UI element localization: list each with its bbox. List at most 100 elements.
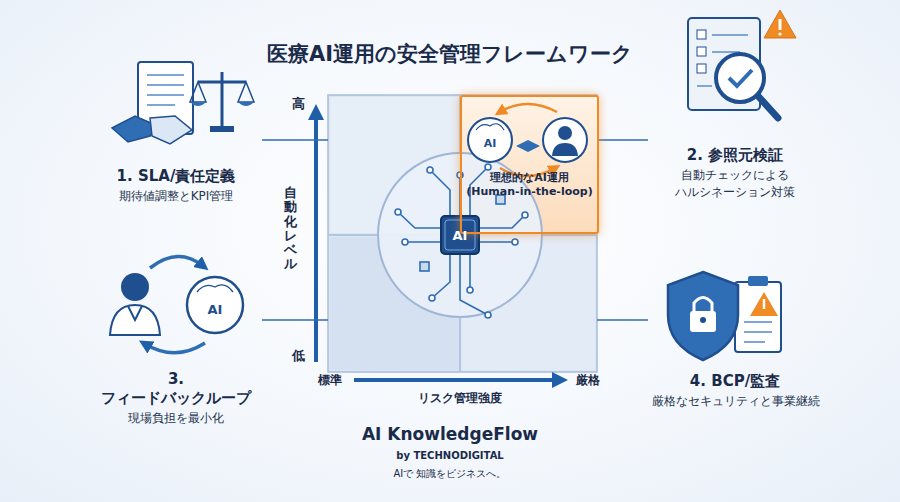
contract-icon xyxy=(198,81,246,84)
human-ai-loop xyxy=(468,104,587,176)
framework-item: 3. フィードバックループ現場負担を最小化 xyxy=(90,250,262,432)
human-ai-loop xyxy=(500,104,557,112)
brand-tagline: AIで 知識をビジネスへ。 xyxy=(394,467,507,481)
ai-circuit xyxy=(429,295,435,301)
verification-icon xyxy=(697,47,706,56)
human-ai-loop xyxy=(468,118,512,162)
verification-icon xyxy=(712,34,748,36)
security-icon xyxy=(744,341,765,343)
ai-circuit xyxy=(460,252,488,315)
brain-label: AI xyxy=(208,302,223,317)
ai-circuit xyxy=(432,252,450,298)
feedback-icon xyxy=(150,256,203,268)
brand-company: by TECHNODIGITAL xyxy=(396,450,504,461)
contract-icon xyxy=(190,82,206,102)
ai-circuit xyxy=(467,287,473,293)
contract-icon xyxy=(112,62,254,144)
contract-icon xyxy=(238,102,254,106)
ai-circuit xyxy=(395,209,401,215)
axis-arrows xyxy=(316,112,560,380)
axis-label: 低 xyxy=(292,347,305,365)
human-ai-loop xyxy=(552,143,578,156)
feedback-icon xyxy=(110,305,160,335)
item-heading: 理想的なAI運用 (Human-in-the-loop) xyxy=(466,171,593,200)
framework-item: 1. SLA/責任定義期待値調整とKPI管理 xyxy=(90,55,262,211)
leader-line xyxy=(262,140,648,320)
axis-arrows xyxy=(354,378,560,382)
verification-icon xyxy=(697,85,712,87)
framework-item: 4. BCP/監査厳格なセキュリティと事業継続 xyxy=(648,255,822,416)
feedback-icon xyxy=(110,256,243,352)
verification-icon xyxy=(778,32,781,35)
ai-circuit xyxy=(512,239,518,245)
ai-circuit xyxy=(398,212,443,228)
leader-line xyxy=(262,139,328,141)
contract-icon xyxy=(147,74,184,76)
contract-icon xyxy=(150,116,192,144)
verification-icon xyxy=(779,19,782,30)
axis-title: リスク管理強度 xyxy=(418,390,502,407)
contract-icon xyxy=(147,104,175,106)
item-description: 期待値調整とKPI管理 xyxy=(94,188,258,205)
feedback-icon xyxy=(145,343,205,353)
security-icon xyxy=(744,331,772,333)
security-icon xyxy=(763,299,766,309)
axis-label: 標準 xyxy=(318,372,342,389)
feedback-icon xyxy=(128,306,142,320)
leader-line xyxy=(597,319,648,321)
ai-circuit xyxy=(420,262,429,271)
security-icon xyxy=(744,321,772,323)
verification-icon xyxy=(729,70,752,86)
ai-circuit xyxy=(402,239,408,245)
human-ai-loop xyxy=(558,126,572,140)
security-icon xyxy=(694,298,712,313)
leader-line xyxy=(262,319,328,321)
ai-circuit xyxy=(469,252,471,290)
verification-icon xyxy=(758,96,778,118)
security-icon xyxy=(690,311,716,332)
item-heading: 1. SLA/責任定義 xyxy=(94,167,258,186)
human-ai-loop xyxy=(476,124,504,130)
item-heading: 3. フィードバックループ xyxy=(94,370,258,408)
contract-icon xyxy=(210,126,234,132)
ai-circuit xyxy=(430,170,450,218)
axis-label: 高 xyxy=(292,95,305,113)
contract-icon xyxy=(238,82,254,102)
framework-item: 2. 参照元検証自動チェックによる ハルシネーション対策 xyxy=(648,8,822,206)
item-description: 現場負担を最小化 xyxy=(94,410,258,427)
item-description: 自動チェックによる ハルシネーション対策 xyxy=(652,167,818,201)
brand-name: AI KnowledgeFlow xyxy=(362,424,538,444)
verification-icon xyxy=(697,30,706,39)
security-icon xyxy=(750,292,778,316)
feedback-icon xyxy=(197,285,233,292)
ai-circuit xyxy=(405,241,443,243)
brain-label: AI xyxy=(484,137,497,150)
item-heading: 4. BCP/監査 xyxy=(652,372,818,391)
verification-icon xyxy=(764,10,796,38)
item-description: 厳格なセキュリティと事業継続 xyxy=(652,393,818,410)
axis-title: 自動化レベル xyxy=(284,186,297,272)
contract-icon xyxy=(190,102,206,106)
ai-circuit xyxy=(477,215,525,228)
ideal-quadrant: 理想的なAI運用 (Human-in-the-loop) xyxy=(460,95,599,234)
item-heading: 2. 参照元検証 xyxy=(652,146,818,165)
security-icon xyxy=(748,276,768,286)
feedback-icon xyxy=(121,273,149,301)
security-icon xyxy=(668,272,781,360)
security-icon xyxy=(668,272,738,360)
ai-circuit xyxy=(485,164,491,170)
axis-arrows xyxy=(314,112,318,362)
diagram-title: 医療AI運用の安全管理フレームワーク xyxy=(0,40,900,68)
ai-circuit xyxy=(477,241,515,243)
verification-icon xyxy=(716,54,764,102)
chip-label: AI xyxy=(453,228,468,243)
feedback-icon xyxy=(187,277,243,333)
human-ai-loop xyxy=(543,118,587,162)
ai-circuit xyxy=(485,312,491,318)
verification-icon xyxy=(697,64,706,73)
contract-icon xyxy=(147,94,184,96)
axis-label: 厳格 xyxy=(576,372,600,389)
human-ai-loop xyxy=(516,140,540,152)
ai-circuit xyxy=(522,212,528,218)
